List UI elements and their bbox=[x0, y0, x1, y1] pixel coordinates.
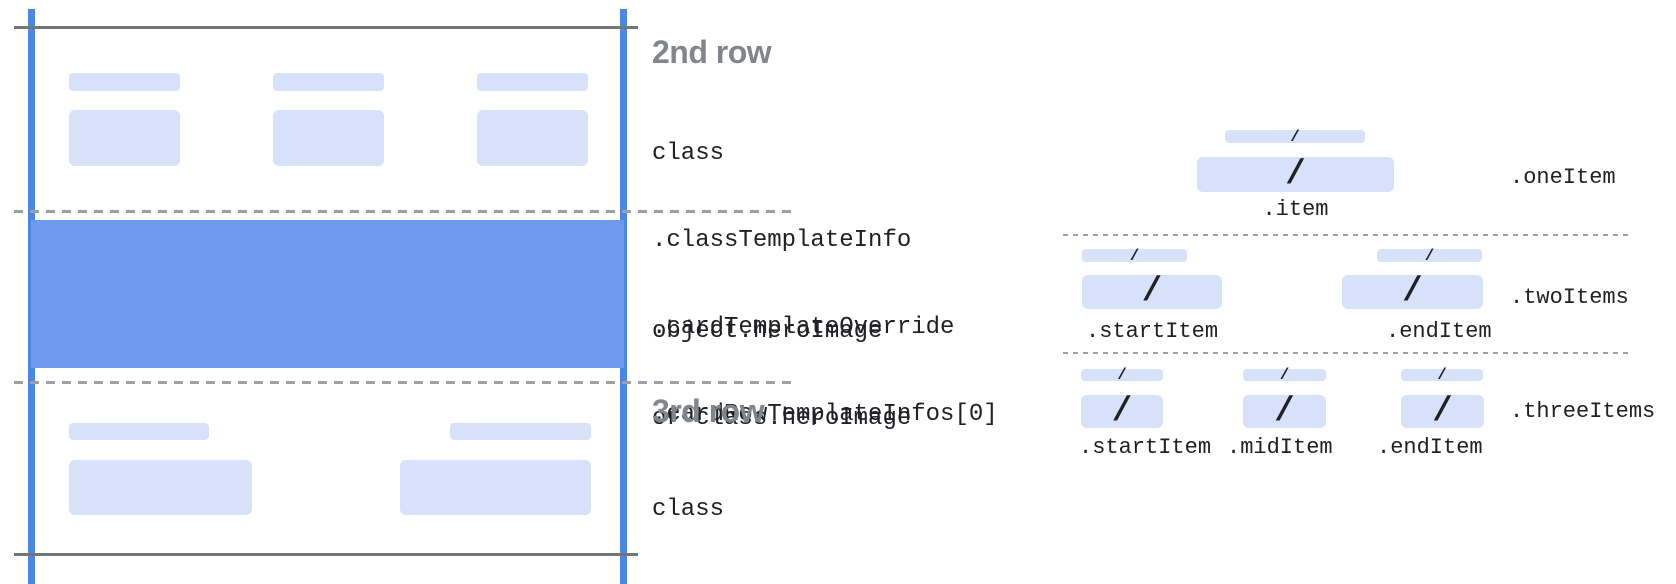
threeitems-mid-label-bar: / bbox=[1243, 366, 1326, 384]
row3-code-block: class .classTemplateInfo .cardTemplateOv… bbox=[652, 437, 998, 584]
oneitem-group-label: .oneItem bbox=[1510, 165, 1616, 190]
row3-heading: 3rd row bbox=[652, 393, 765, 429]
hero-image-placeholder bbox=[31, 220, 624, 368]
row2-item3-label-bar bbox=[477, 73, 588, 91]
card-bottom-rule bbox=[14, 553, 638, 556]
slash-glyph: / bbox=[1402, 273, 1423, 311]
threeitems-end-value-box: / bbox=[1401, 392, 1484, 431]
threeitems-end-label-bar: / bbox=[1401, 366, 1483, 384]
slash-glyph: / bbox=[1141, 273, 1163, 311]
twoitems-end-value-box: / bbox=[1342, 275, 1483, 309]
code-line: object.heroImage bbox=[652, 318, 883, 345]
layout-divider-dashed-1 bbox=[1063, 234, 1630, 236]
threeitems-end-label: .endItem bbox=[1377, 435, 1483, 460]
twoitems-group-label: .twoItems bbox=[1510, 285, 1629, 310]
slash-glyph: / bbox=[1274, 392, 1295, 431]
row2-code-block: class .classTemplateInfo .cardTemplateOv… bbox=[652, 81, 998, 487]
row-divider-dashed-lower bbox=[14, 381, 798, 384]
slash-glyph: / bbox=[1424, 246, 1435, 265]
threeitems-group-label: .threeItems bbox=[1510, 399, 1656, 424]
code-line: class bbox=[652, 140, 725, 167]
row3-end-value-box bbox=[400, 460, 591, 515]
twoitems-end-label: .endItem bbox=[1386, 319, 1492, 344]
code-line: .classTemplateInfo bbox=[652, 227, 912, 254]
row-divider-dashed-upper bbox=[14, 210, 798, 213]
hero-code-block: object.heroImage or class.heroImage bbox=[652, 259, 911, 491]
row2-item2-label-bar bbox=[273, 73, 384, 91]
threeitems-mid-value-box: / bbox=[1243, 392, 1326, 431]
code-line: or class.heroImage bbox=[652, 405, 912, 432]
slash-glyph: / bbox=[1117, 366, 1127, 384]
layout-divider-dashed-2 bbox=[1063, 352, 1630, 354]
threeitems-mid-label: .midItem bbox=[1227, 435, 1333, 460]
twoitems-start-value-box: / bbox=[1082, 275, 1222, 309]
oneitem-item-label: .item bbox=[1262, 197, 1329, 222]
slash-glyph: / bbox=[1290, 127, 1300, 146]
twoitems-start-label-bar: / bbox=[1082, 246, 1187, 265]
code-line: class bbox=[652, 496, 725, 523]
twoitems-start-label: .startItem bbox=[1086, 319, 1219, 344]
slash-glyph: / bbox=[1279, 366, 1290, 384]
slash-glyph: / bbox=[1285, 155, 1306, 194]
slash-glyph: / bbox=[1432, 392, 1453, 431]
code-line: .cardTemplateOverride bbox=[652, 314, 955, 341]
row2-heading: 2nd row bbox=[652, 34, 772, 70]
row2-item3-value-box bbox=[477, 110, 588, 166]
oneitem-label-bar: / bbox=[1225, 127, 1365, 146]
row2-item1-label-bar bbox=[69, 73, 180, 91]
row2-item1-value-box bbox=[69, 110, 180, 166]
row3-end-label-bar bbox=[450, 423, 591, 440]
card-top-rule bbox=[14, 26, 638, 29]
code-line: .cardRowTemplateInfos[0] bbox=[652, 401, 998, 428]
threeitems-start-label-bar: / bbox=[1081, 366, 1163, 384]
threeitems-start-label: .startItem bbox=[1079, 435, 1212, 460]
row3-start-label-bar bbox=[69, 423, 209, 440]
slash-glyph: / bbox=[1129, 246, 1140, 265]
row2-item2-value-box bbox=[273, 110, 384, 166]
slash-glyph: / bbox=[1437, 366, 1447, 384]
twoitems-end-label-bar: / bbox=[1377, 246, 1482, 265]
row3-start-value-box bbox=[69, 460, 252, 515]
slash-glyph: / bbox=[1111, 392, 1133, 431]
oneitem-value-box: / bbox=[1197, 157, 1394, 192]
threeitems-start-value-box: / bbox=[1081, 392, 1163, 431]
